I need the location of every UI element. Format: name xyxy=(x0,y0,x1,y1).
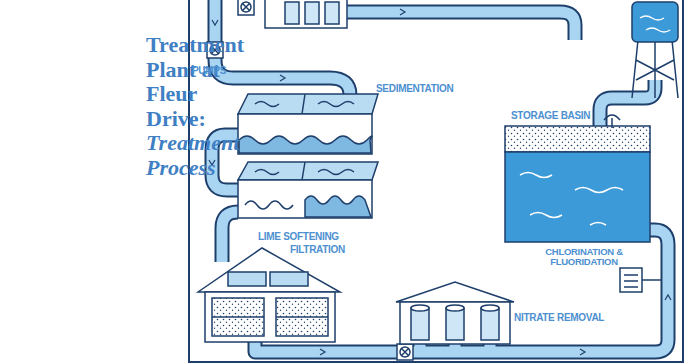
chlorination-unit xyxy=(620,268,662,292)
stage-label: NITRATE REMOVAL xyxy=(514,312,624,323)
softening-tank xyxy=(238,162,378,218)
filtration-building xyxy=(198,248,340,342)
stage-label: SEDIMENTATION xyxy=(376,83,466,94)
water-tower xyxy=(632,2,678,98)
stage-label: STORAGE BASIN xyxy=(511,110,611,121)
diagram-subtitle: Treatment Process xyxy=(146,131,258,180)
stage-label: LIME SOFTENING xyxy=(258,231,368,242)
pipe-water xyxy=(212,0,668,352)
stage-label: FILTRATION xyxy=(290,244,370,255)
storage-basin xyxy=(505,115,650,242)
nitrate-building xyxy=(396,282,514,344)
intake-building xyxy=(265,0,347,28)
stage-label: PUMPS xyxy=(192,65,252,76)
pipe-outline xyxy=(212,0,668,352)
flow-arrows xyxy=(209,9,671,355)
frame xyxy=(189,0,683,362)
stage-label: CHLORINATION & FLUORIDATION xyxy=(538,247,630,268)
sedimentation-tank xyxy=(238,94,378,154)
diagram-title: Treatment Plant at Fleur Drive: xyxy=(146,33,258,131)
